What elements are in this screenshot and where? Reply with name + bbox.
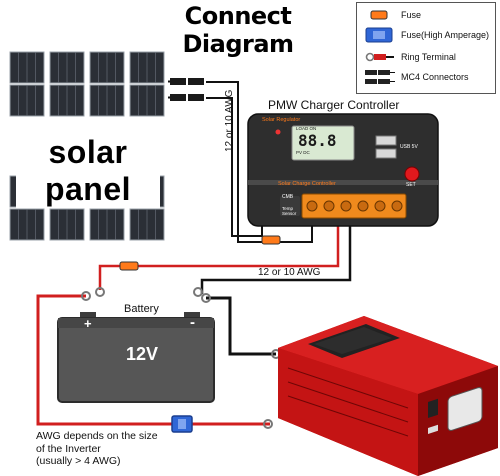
- inverter-note-line: AWG depends on the size: [36, 430, 158, 442]
- fuse-battery-line: [119, 261, 139, 271]
- set-label: SET: [406, 182, 416, 188]
- terminal-screw: [357, 200, 369, 212]
- inverter-switch[interactable]: [428, 398, 438, 419]
- terminal-screw: [391, 200, 403, 212]
- controller-brand: Solar Regulator: [262, 117, 301, 123]
- legend-item-mc4: MC4 Connectors: [361, 68, 469, 86]
- panel-wire-positive: [206, 81, 270, 243]
- legend-label: Fuse(High Amperage): [401, 30, 490, 40]
- fuse-panel-line: [261, 235, 281, 245]
- inverter-usb: [428, 424, 438, 435]
- temp-sensor-label: Temp Sensor: [282, 206, 297, 216]
- terminal-screw: [306, 200, 318, 212]
- panel-wire-negative: [206, 97, 263, 237]
- controller-band-label: Solar Charge Controller: [278, 181, 336, 187]
- fuse-icon: [361, 7, 397, 23]
- legend-label: MC4 Connectors: [401, 72, 469, 82]
- battery-plus: +: [84, 316, 92, 331]
- controller-title: PMW Charger Controller: [268, 98, 400, 112]
- battery-inverter-red-wire: [36, 294, 270, 426]
- fuse-high-amperage: [171, 415, 193, 433]
- legend-label: Ring Terminal: [401, 52, 456, 62]
- usb-label: USB 5V: [400, 144, 418, 150]
- ring-terminal: [201, 293, 211, 303]
- status-light: [275, 129, 281, 135]
- legend-label: Fuse: [401, 10, 422, 20]
- usb-port: [375, 148, 397, 159]
- panel-wire-to-terminal: [270, 220, 313, 243]
- controller-lcd-load: LOAD ON: [296, 126, 317, 131]
- controller-lcd-value: 88.8: [298, 131, 337, 150]
- battery: [57, 312, 215, 403]
- set-button[interactable]: [404, 166, 420, 182]
- inverter-note-line: (usually > 4 AWG): [36, 455, 121, 467]
- ring-terminal: [95, 287, 105, 297]
- battery-label: Battery: [124, 303, 159, 315]
- awg-label-battery: 12 or 10 AWG: [258, 267, 321, 278]
- diagram-title: Connect Diagram: [182, 2, 294, 58]
- mc4-connectors: [168, 78, 204, 101]
- terminal-block: [301, 193, 407, 219]
- inverter-note-line: of the Inverter: [36, 442, 101, 455]
- ring-terminal: [263, 419, 273, 429]
- controller-lcd-mode: PV DC: [296, 150, 310, 155]
- legend: Fuse Fuse(High Amperage) Ring Terminal M…: [356, 2, 496, 94]
- battery-voltage: 12V: [126, 344, 159, 364]
- inverter-outlet: [447, 387, 483, 431]
- battery-minus: -: [190, 314, 195, 331]
- usb-port: [375, 135, 397, 146]
- fuse-high-amperage-icon: [361, 27, 397, 43]
- legend-item-ring: Ring Terminal: [361, 48, 456, 66]
- terminal-screw: [340, 200, 352, 212]
- controller-lcd: [291, 125, 355, 161]
- mc4-connector-icon: [361, 69, 397, 85]
- inverter: [278, 316, 498, 476]
- controller-battery-black-wire: [200, 220, 352, 294]
- battery-inverter-black-wire: [206, 296, 276, 356]
- ring-terminal-icon: [361, 49, 397, 65]
- charge-controller: [247, 113, 439, 227]
- ring-terminal: [81, 291, 91, 301]
- awg-label-panel: 12 or 10 AWG: [224, 89, 235, 152]
- terminal-screw: [323, 200, 335, 212]
- controller-cmb-label: CMB: [282, 194, 294, 200]
- solar-panel-label: solar panel: [16, 134, 160, 208]
- legend-item-fuse: Fuse: [361, 6, 421, 24]
- ring-terminal: [193, 287, 203, 297]
- legend-item-fuse-high: Fuse(High Amperage): [361, 26, 489, 44]
- inverter-note: AWG depends on the size of the Inverter …: [36, 430, 256, 468]
- terminal-screw: [374, 200, 386, 212]
